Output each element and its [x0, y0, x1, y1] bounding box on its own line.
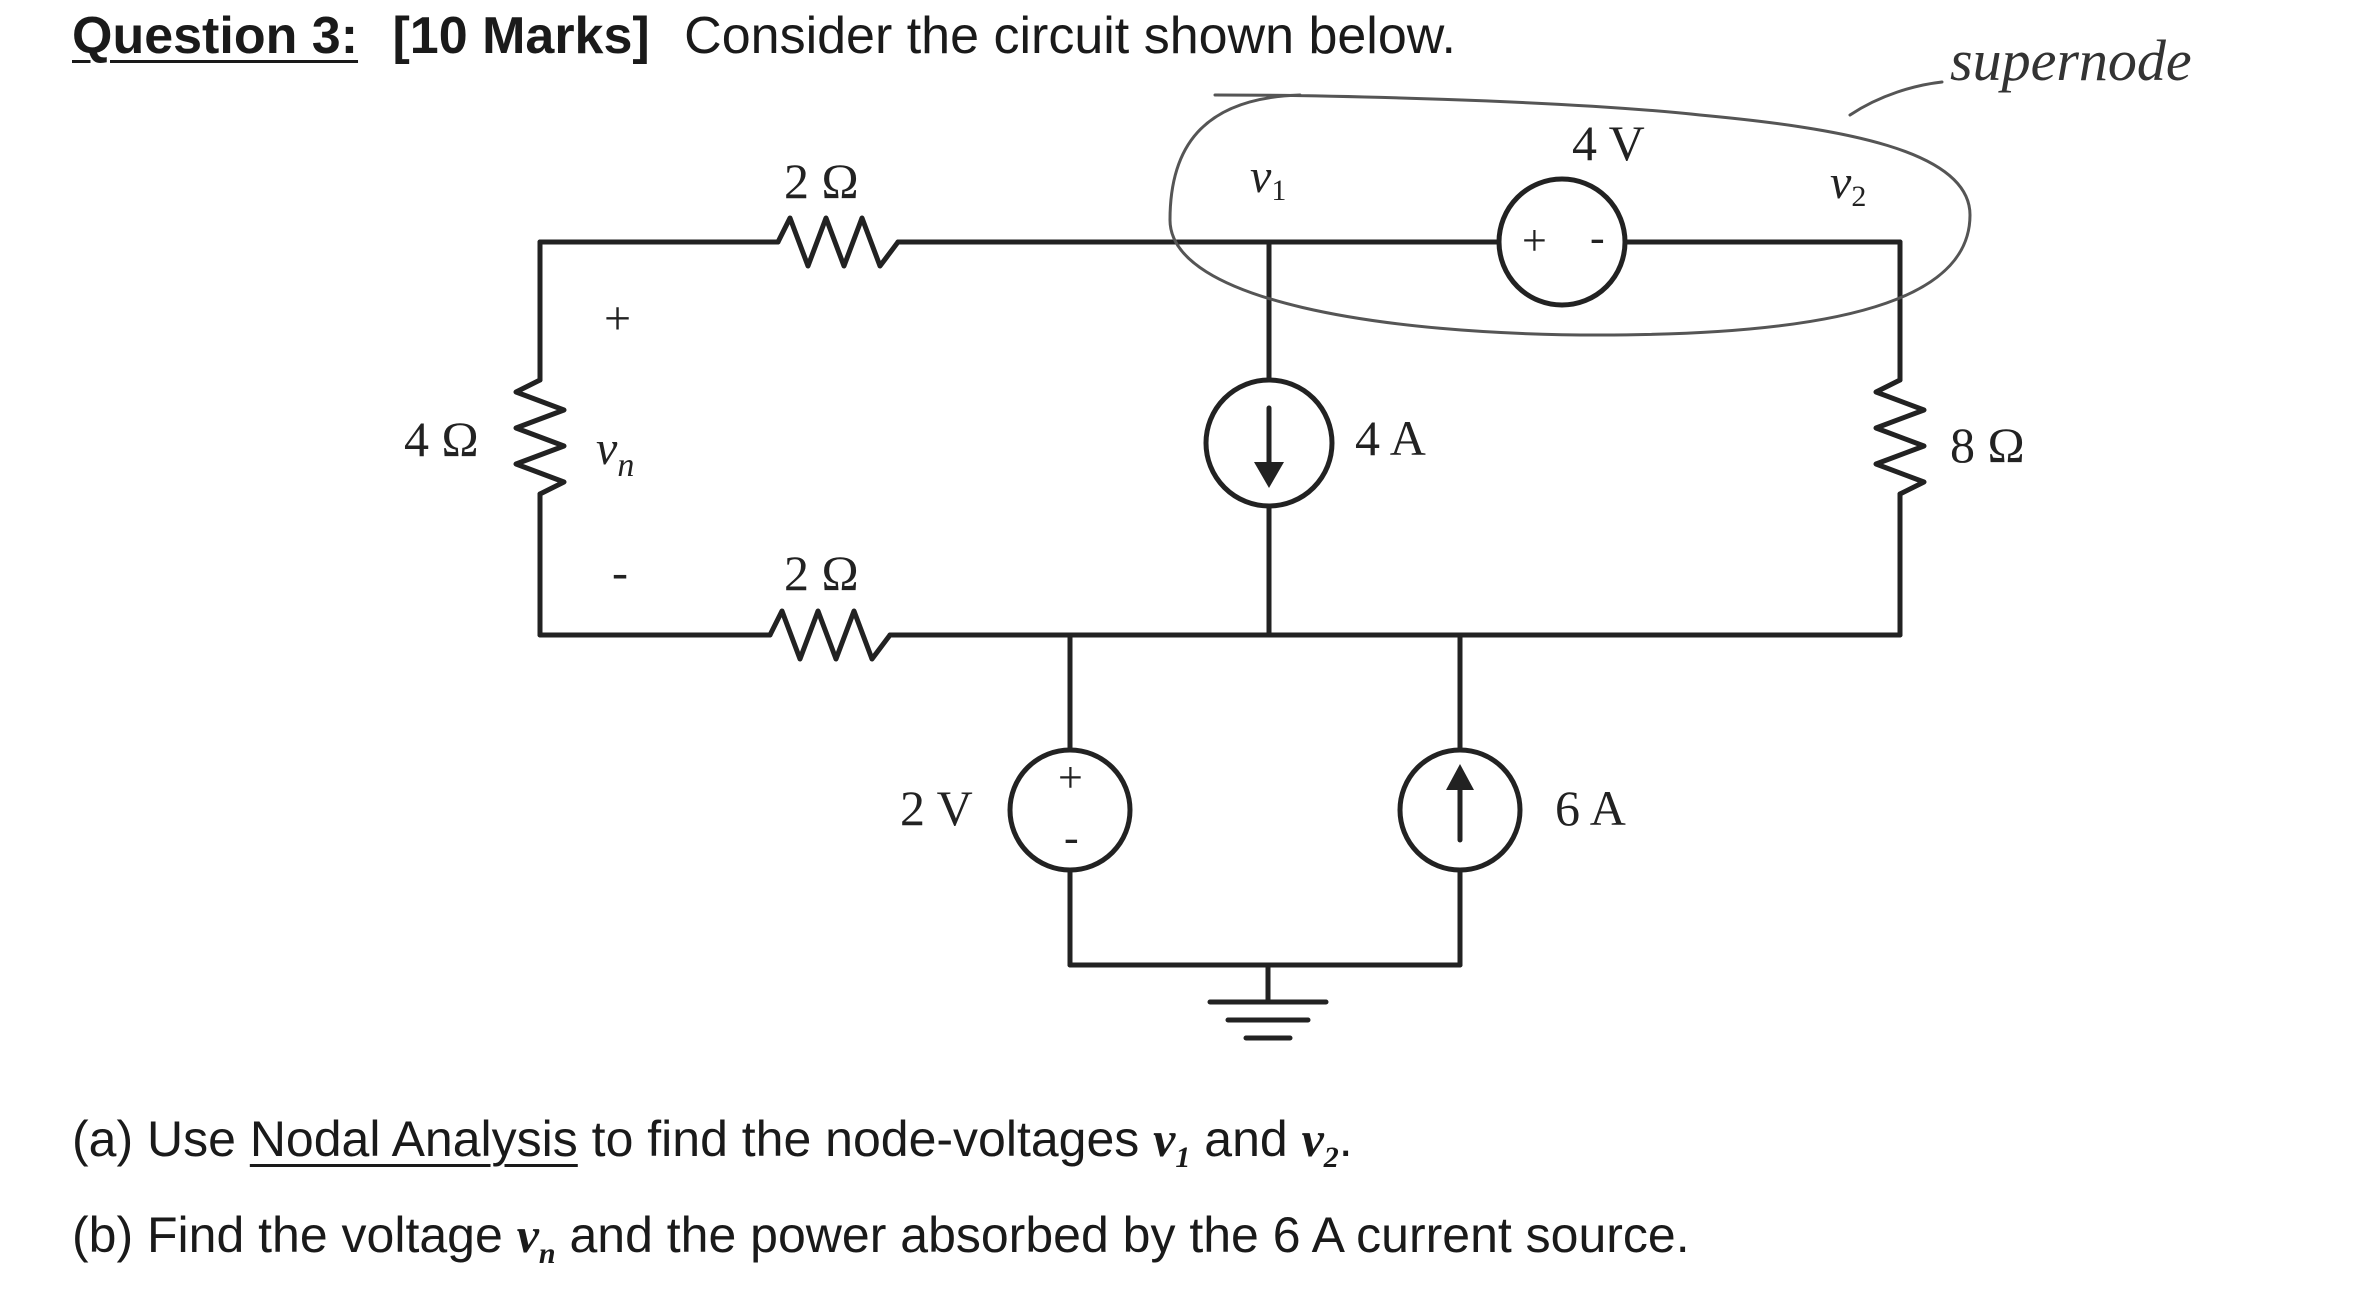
- label-vs-bottom: 2 V: [900, 780, 973, 836]
- supernode-pointer: [1848, 80, 1944, 117]
- vs-bottom-plus: +: [1058, 753, 1083, 802]
- label-vs-top: 4 V: [1572, 115, 1645, 171]
- supernode-loop: [1168, 93, 1972, 337]
- label-r-left: 4 Ω: [404, 411, 479, 467]
- vn-minus: -: [612, 546, 628, 599]
- vs-bottom-minus: -: [1064, 813, 1079, 862]
- vs-top-plus: +: [1522, 216, 1547, 265]
- supernode-annotation: supernode: [1950, 28, 2192, 93]
- node-label-v2: v2: [1830, 156, 1866, 213]
- label-is-middle: 4 A: [1355, 410, 1426, 466]
- vn-symbol: vn: [516, 1207, 556, 1270]
- vs-top-minus: -: [1590, 213, 1605, 262]
- v2-symbol: v2: [1301, 1111, 1339, 1174]
- v1-symbol: v1: [1153, 1111, 1191, 1174]
- voltage-source-4v: [1496, 176, 1628, 308]
- label-is-bottom: 6 A: [1555, 780, 1626, 836]
- vn-plus: +: [604, 292, 631, 345]
- resistor-left-4ohm: [513, 377, 567, 497]
- vn-label: vn: [596, 422, 634, 484]
- resistor-right-8ohm: [1873, 377, 1927, 497]
- part-b: (b) Find the voltage vn and the power ab…: [72, 1207, 1690, 1270]
- label-r-bottom: 2 Ω: [784, 545, 859, 601]
- label-r-top: 2 Ω: [784, 153, 859, 209]
- part-a: (a) Use Nodal Analysis to find the node-…: [72, 1111, 1353, 1174]
- arrow-down-head-icon: [1254, 462, 1284, 488]
- question-number: Question 3:: [72, 7, 359, 65]
- arrow-up-head-icon: [1446, 764, 1474, 790]
- node-label-v1: v1: [1250, 150, 1286, 207]
- label-r-right: 8 Ω: [1950, 417, 2025, 473]
- question-prompt: Consider the circuit shown below.: [684, 7, 1456, 65]
- question-marks: [10 Marks]: [392, 7, 650, 65]
- resistor-top-2ohm: [775, 215, 901, 269]
- resistor-bottom-2ohm: [767, 608, 893, 662]
- nodal-analysis-term: Nodal Analysis: [249, 1111, 578, 1167]
- question-header: Question 3: [10 Marks] Consider the circ…: [72, 4, 1456, 68]
